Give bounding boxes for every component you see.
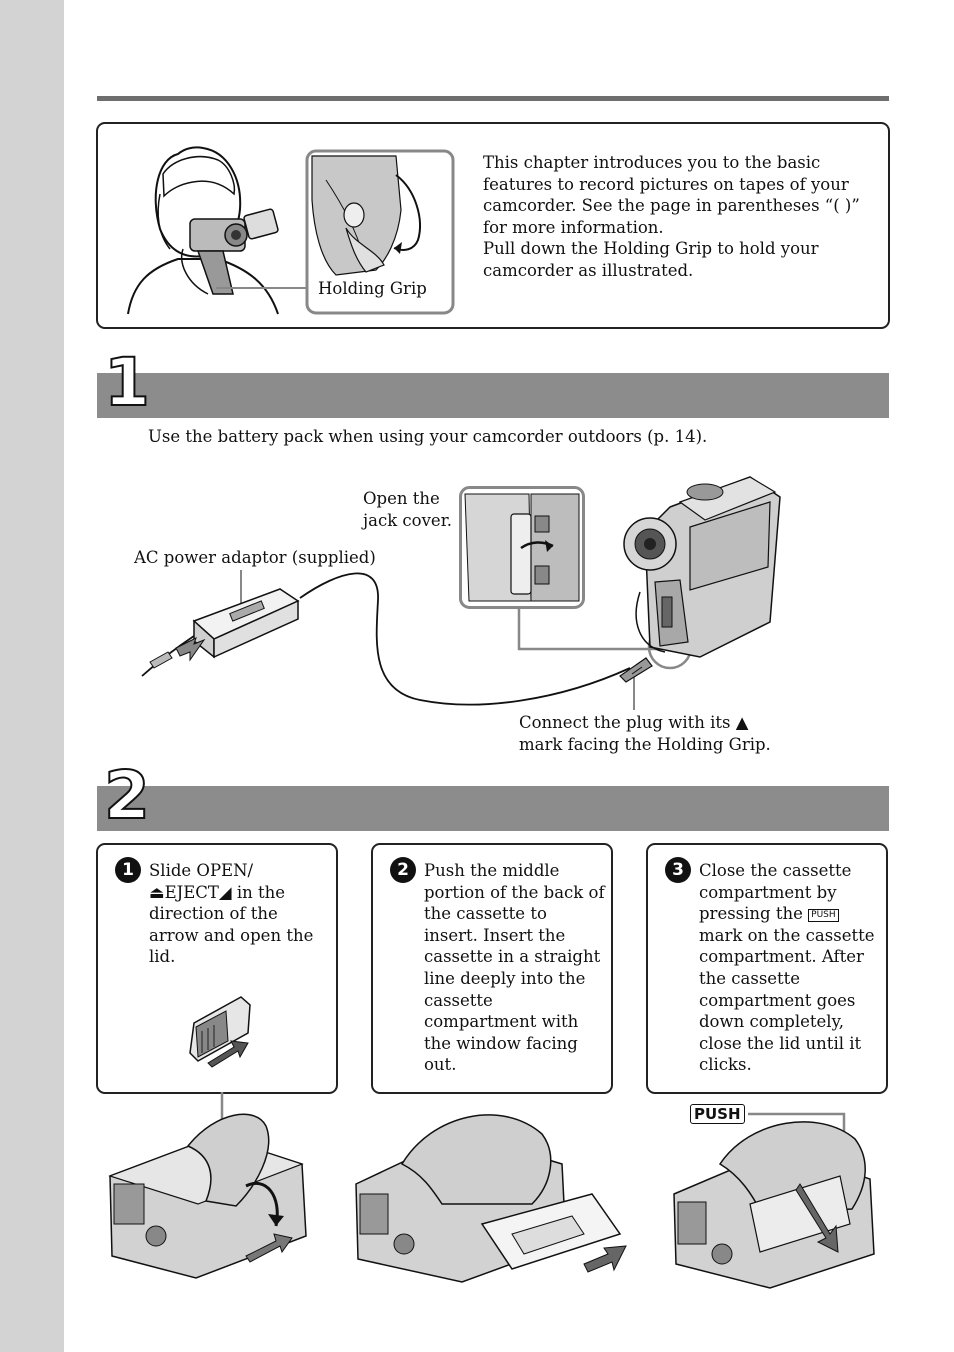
holding-grip-label: Holding Grip: [318, 279, 427, 298]
dc-plug-illustration: [619, 657, 653, 683]
section-1-number: 1: [103, 344, 151, 421]
step-3-text: Close the cassette compartment by pressi…: [699, 860, 881, 1076]
plug-label-line-1: Connect the plug with its ▲: [519, 713, 749, 732]
step-2-box: 2 Push the middle portion of the back of…: [371, 843, 613, 1094]
intro-text: This chapter introduces you to the basic…: [483, 152, 873, 282]
person-holding-camcorder-illustration: [127, 146, 279, 315]
section-2-bar: [97, 786, 889, 831]
intro-panel: Holding Grip This chapter introduces you…: [96, 122, 890, 329]
push-mark-inline: PUSH: [808, 909, 839, 923]
push-label: PUSH: [690, 1104, 745, 1124]
callout-leader-line: [216, 287, 308, 289]
cassette-insert-illustration: [355, 1114, 627, 1283]
jack-cover-label: Open the jack cover.: [363, 489, 453, 530]
camcorder-lid-open-illustration: [108, 1113, 307, 1279]
step-1-box: 1 Slide OPEN/ ⏏EJECT◢ in the direction o…: [96, 843, 338, 1094]
section-1-bar: [97, 373, 889, 418]
left-margin-band: [0, 0, 64, 1352]
cassette-close-illustration: [673, 1121, 875, 1289]
adaptor-label: AC power adaptor (supplied): [134, 548, 376, 567]
power-plug-arrow: [149, 637, 206, 669]
holding-grip-inset: [305, 149, 455, 315]
step-2-badge: 2: [390, 857, 416, 883]
plug-label: Connect the plug with its ▲ mark facing …: [519, 712, 771, 755]
step-3-badge: 3: [665, 857, 691, 883]
camcorder-illustration: [623, 476, 781, 658]
step-2-text: Push the middle portion of the back of t…: [424, 861, 605, 1075]
ac-adaptor-illustration: [192, 588, 300, 659]
step-3-box: 3 Close the cassette compartment by pres…: [646, 843, 888, 1094]
step-3-text-after: mark on the cassette compartment. After …: [699, 925, 875, 1075]
open-eject-lever-illustration: [189, 996, 251, 1068]
section-2-number: 2: [103, 757, 151, 834]
step-1-badge: 1: [115, 857, 141, 883]
plug-label-line-2: mark facing the Holding Grip.: [519, 734, 771, 754]
step-3-text-before: Close the cassette compartment by pressi…: [699, 861, 852, 924]
top-rule: [97, 96, 889, 101]
battery-note: Use the battery pack when using your cam…: [148, 427, 708, 446]
intro-paragraph-2: Pull down the Holding Grip to hold your …: [483, 239, 819, 280]
jack-cover-inset: [459, 486, 585, 609]
intro-paragraph-1: This chapter introduces you to the basic…: [483, 153, 860, 237]
step-1-text: Slide OPEN/ ⏏EJECT◢ in the direction of …: [149, 861, 314, 967]
